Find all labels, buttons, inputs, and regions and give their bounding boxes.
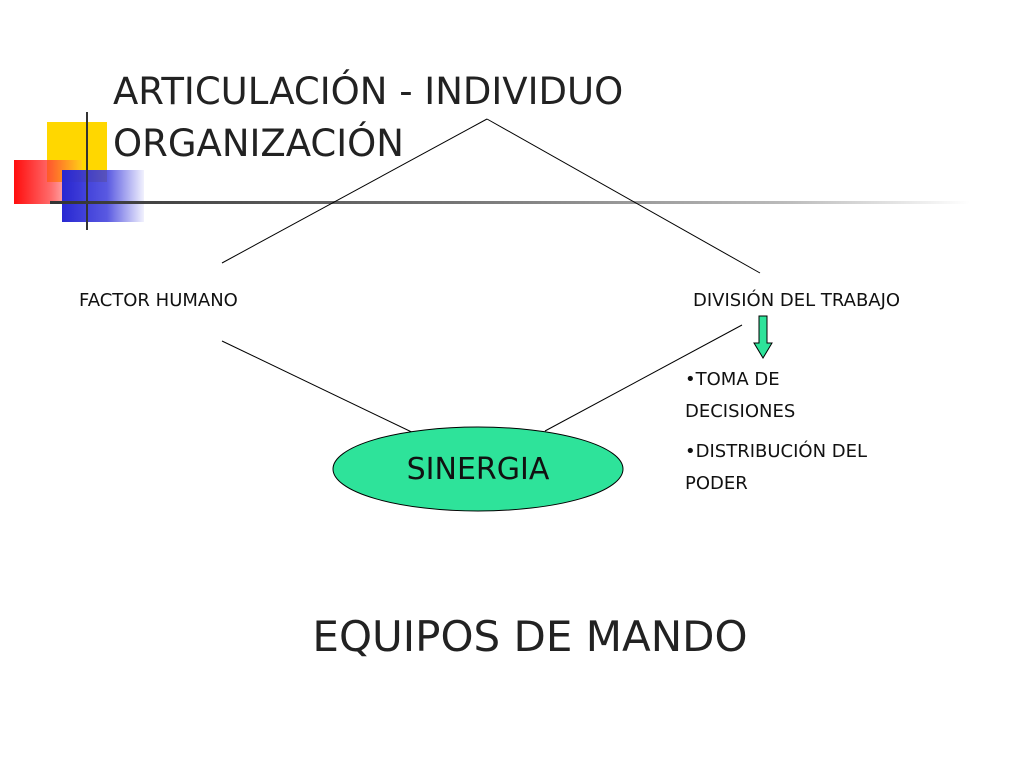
bullet-toma-decisiones: TOMA DE DECISIONES [685,364,875,428]
title-line-2: ORGANIZACIÓN [113,122,404,165]
division-bullet-list: TOMA DE DECISIONES DISTRIBUCIÓN DEL PODE… [685,364,875,508]
down-arrow-icon [753,315,773,359]
blue-square-decoration [62,170,144,222]
synergy-ellipse [332,426,624,512]
factor-humano-label: FACTOR HUMANO [79,290,238,311]
slide-title: ARTICULACIÓN - INDIVIDUO ORGANIZACIÓN [113,66,623,170]
title-line-1: ARTICULACIÓN - INDIVIDUO [113,70,624,113]
connector-factor-to-synergy [221,340,421,437]
vertical-rule-decoration [86,112,88,230]
division-trabajo-label: DIVISIÓN DEL TRABAJO [693,290,901,311]
connector-division-to-synergy [544,324,743,432]
footer-title: EQUIPOS DE MANDO [312,612,748,661]
connector-title-to-factor [221,118,488,264]
connector-title-to-division [486,118,761,274]
synergy-label: SINERGIA [406,451,550,487]
bullet-distribucion-poder: DISTRIBUCIÓN DEL PODER [685,436,875,500]
title-underline-rule [50,201,970,204]
